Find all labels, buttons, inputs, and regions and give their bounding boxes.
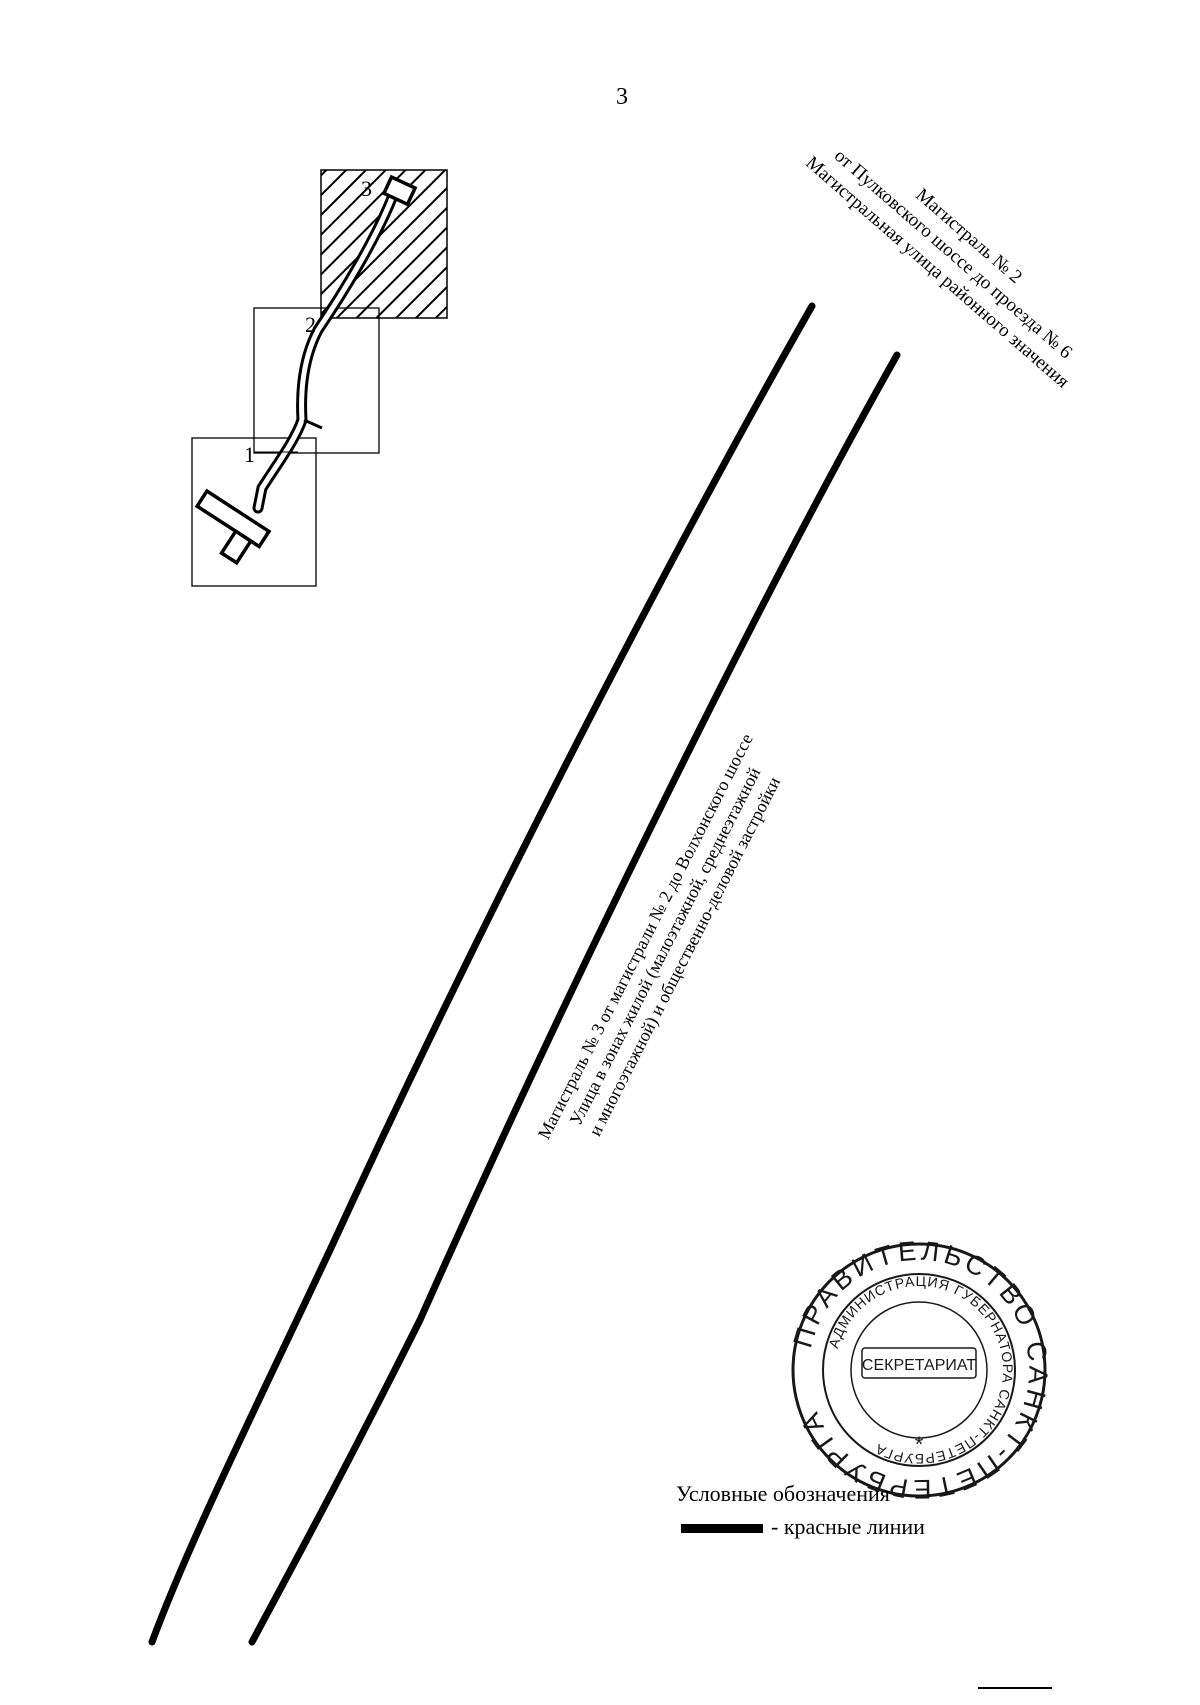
stamp-star: * bbox=[915, 1432, 924, 1457]
official-stamp: ПРАВИТЕЛЬСТВО САНКТ-ПЕТЕРБУРГА АДМИНИСТР… bbox=[787, 1236, 1049, 1505]
inset-map: 1 2 3 bbox=[191, 169, 448, 587]
magistral-2-route: от Пулковского шоссе до проезда № 6 bbox=[830, 145, 1076, 363]
inset-frame-lower bbox=[191, 437, 317, 587]
magistral-2-type: Магистральная улица районного значения bbox=[801, 152, 1073, 392]
legend-item-label: - красные линии bbox=[771, 1514, 925, 1539]
stamp-center-text: СЕКРЕТАРИАТ bbox=[862, 1357, 976, 1374]
magistral-2-label: Магистраль № 2 от Пулковского шоссе до п… bbox=[801, 145, 1076, 392]
magistral-3-zones-cont: и многоэтажной) и общественно-деловой за… bbox=[585, 773, 786, 1139]
inset-marker-2: 2 bbox=[305, 312, 316, 337]
legend-red-line-swatch bbox=[681, 1524, 763, 1533]
legend: Условные обозначения - красные линии bbox=[676, 1481, 925, 1539]
legend-title: Условные обозначения bbox=[676, 1481, 890, 1506]
page-number: 3 bbox=[616, 84, 628, 110]
red-line-right bbox=[248, 351, 901, 1646]
inset-marker-3: 3 bbox=[361, 176, 372, 201]
magistral-3-title: Магистраль № 3 от магистрали № 2 до Волх… bbox=[534, 730, 757, 1142]
red-line-left bbox=[148, 302, 816, 1646]
inset-marker-1: 1 bbox=[244, 442, 255, 467]
